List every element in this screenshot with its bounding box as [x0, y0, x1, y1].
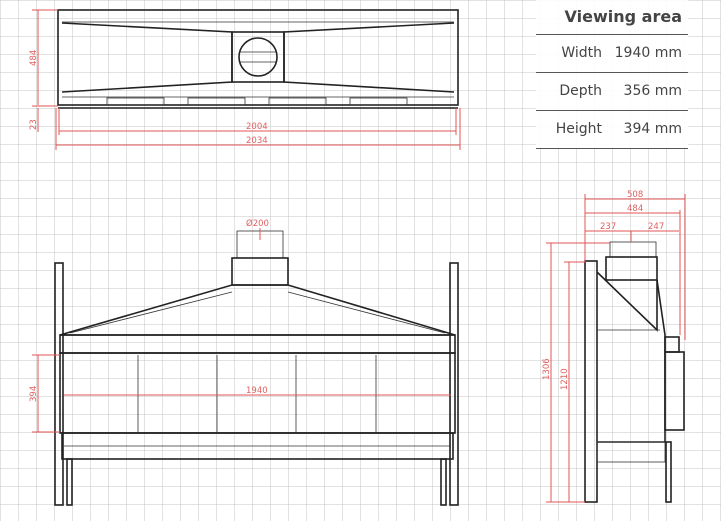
row-value: 394 mm — [623, 121, 682, 137]
dim-glass-width: 1940 — [246, 386, 268, 396]
dim-offset-23: 23 — [29, 119, 39, 130]
row-label: Depth — [559, 83, 602, 99]
table-row-width: Width 1940 mm — [536, 35, 688, 73]
top-view-dimensions: 484 23 2004 2034 — [29, 9, 461, 150]
front-view — [54, 230, 459, 506]
table-row-depth: Depth 356 mm — [536, 73, 688, 111]
dim-depth-508: 508 — [627, 190, 643, 200]
row-value: 356 mm — [623, 83, 682, 99]
table-title: Viewing area — [536, 0, 688, 35]
dim-width-2034: 2034 — [246, 136, 268, 146]
dim-width-2004: 2004 — [246, 122, 268, 132]
table-row-height: Height 394 mm — [536, 111, 688, 149]
row-label: Width — [561, 45, 602, 61]
row-value: 1940 mm — [614, 45, 682, 61]
dim-height-484: 484 — [29, 50, 39, 66]
dim-glass-height: 394 — [29, 386, 39, 402]
top-view — [57, 9, 459, 109]
dim-height-1210: 1210 — [560, 368, 570, 390]
row-label: Height — [555, 121, 602, 137]
dim-flue-front: 247 — [648, 222, 664, 232]
dim-height-1306: 1306 — [542, 358, 552, 380]
front-view-dimensions: Ø200 394 1940 — [29, 218, 451, 433]
dim-flue-diameter: Ø200 — [246, 218, 269, 229]
side-view-dimensions: 508 484 237 247 1306 1210 — [542, 190, 686, 503]
dim-depth-484: 484 — [627, 204, 643, 214]
side-view — [584, 241, 685, 503]
dim-flue-back: 237 — [600, 222, 616, 232]
viewing-area-table: Viewing area Width 1940 mm Depth 356 mm … — [536, 0, 688, 149]
